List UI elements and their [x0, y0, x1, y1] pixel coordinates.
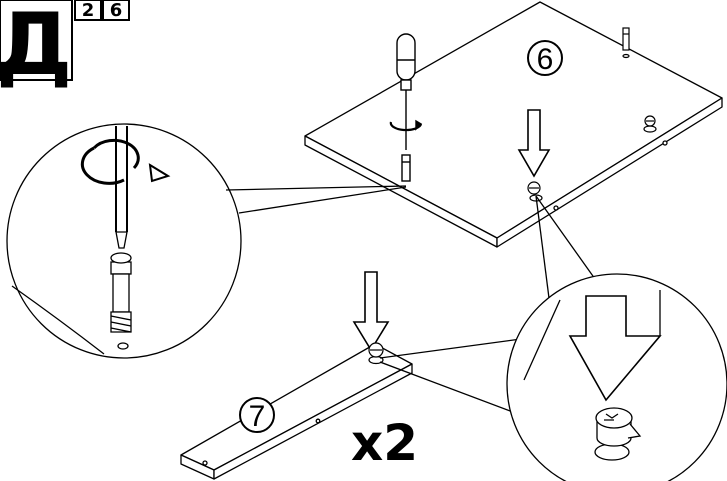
arrow-down-panel-7: [352, 271, 390, 352]
leader-line-left-1: [225, 185, 407, 191]
leader-line-right-3: [379, 338, 522, 359]
header-digit-box-1: [74, 0, 102, 21]
step-7-number: 7: [249, 400, 266, 433]
cam-lock-right: [643, 115, 657, 133]
leader-line-right-4: [379, 361, 519, 415]
detail-circle-left: [6, 123, 407, 359]
screwdriver: [389, 33, 423, 182]
dowel-pin-top-right: [622, 27, 630, 59]
step-6-circle: [527, 40, 563, 76]
panel-7-end-hole: [202, 460, 208, 466]
screwdriver-ferrule: [400, 79, 412, 91]
leader-line-right-2: [535, 195, 601, 287]
header-block: Д 2 6: [0, 0, 130, 95]
header-letter: Д: [0, 0, 72, 95]
cam-lock-panel-6: [527, 181, 543, 202]
leader-line-left-2: [238, 186, 407, 214]
panel-6-edge-hole-2: [662, 140, 668, 146]
panel-7: [180, 343, 413, 480]
cam-lock-panel-7: [368, 342, 384, 365]
screwdriver-handle: [396, 33, 416, 81]
step-7-circle: [239, 397, 275, 433]
dowel-pin-panel-6: [401, 154, 411, 182]
header-digit-box-2: [102, 0, 130, 21]
quantity-label: x2: [351, 414, 418, 472]
leader-line-right-1: [535, 195, 551, 307]
header-digit-2: 6: [110, 0, 123, 21]
header-letter-box: [0, 0, 73, 81]
panel-6-edge-hole: [553, 205, 559, 211]
panel-7-surface-hole: [315, 418, 321, 424]
step-7-badge: 7: [239, 397, 275, 433]
panel-7-side-edge: [213, 363, 413, 480]
header-digit-1: 2: [82, 0, 95, 21]
step-6-badge: 6: [527, 40, 563, 76]
panel-6-top-face: [304, 1, 723, 239]
detail-circle-right: [379, 195, 727, 481]
arrow-down-panel-6: [517, 109, 551, 178]
panel-6-side-edge: [496, 97, 723, 248]
panel-6: [304, 1, 723, 248]
step-6-number: 6: [537, 43, 554, 76]
